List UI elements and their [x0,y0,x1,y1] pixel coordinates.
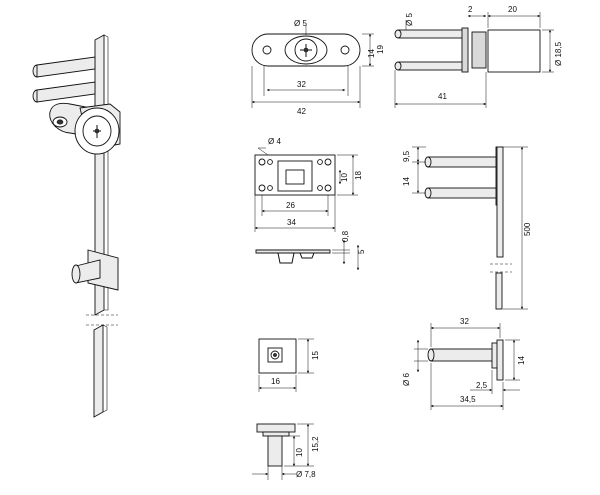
dim-knob-15-2: 15,2 [311,436,320,452]
dim-plate-26: 26 [286,201,295,210]
dim-bolt-d6: Ø 6 [402,373,411,386]
dim-plate-10: 10 [340,173,349,182]
dim-clip-5: 5 [357,249,366,254]
clip-side-view: 0,8 5 [255,230,366,271]
housing-front-view: Ø 5 19 14 32 42 [251,19,385,116]
iso-bolt-block [71,249,119,291]
strike-plate-view: Ø 4 10 18 26 34 [254,137,363,232]
dim-rod-500: 500 [523,222,532,236]
dim-housing-32: 32 [297,80,306,89]
dim-side-41: 41 [438,92,447,101]
rod-side-view: 9,5 14 500 [402,146,532,310]
dim-bolt-14: 14 [517,356,526,365]
iso-rod-lower [93,324,104,418]
dim-knob-10: 10 [295,448,304,457]
dim-housing-d5: Ø 5 [294,19,307,28]
dim-plate-34: 34 [287,218,296,227]
dim-housing-42: 42 [297,107,306,116]
dim-plate-d4: Ø 4 [268,137,281,146]
dim-side-2: 2 [468,5,473,14]
iso-upper-pins [32,56,96,103]
isometric-lock-assembly [32,34,121,418]
dim-bolt-34-5: 34,5 [460,395,476,404]
dim-plate-18: 18 [354,171,363,180]
dim-housing-19: 19 [376,45,385,54]
housing-side-view: Ø 5 2 20 Ø 18,5 41 [394,5,563,108]
iso-lock-housing [49,102,121,155]
bolt-side-view: 32 14 Ø 6 2,5 34,5 [402,317,526,410]
dim-side-d18-5: Ø 18,5 [554,41,563,66]
dim-bolt-32: 32 [460,317,469,326]
dim-clip-0-8: 0,8 [341,230,350,242]
dim-rod-9-5: 9,5 [402,150,411,162]
dim-side-d5: Ø 5 [405,13,414,26]
dim-side-20: 20 [508,5,517,14]
dim-square-15: 15 [311,351,320,360]
dim-rod-14: 14 [402,177,411,186]
dim-housing-14: 14 [367,49,376,58]
dim-bolt-2-5: 2,5 [476,381,488,390]
knob-side-view: 10 15,2 Ø 7,8 [252,423,320,480]
dim-knob-d7-8: Ø 7,8 [296,470,316,479]
square-guide-view: 15 16 [258,338,320,392]
dim-square-16: 16 [271,377,280,386]
